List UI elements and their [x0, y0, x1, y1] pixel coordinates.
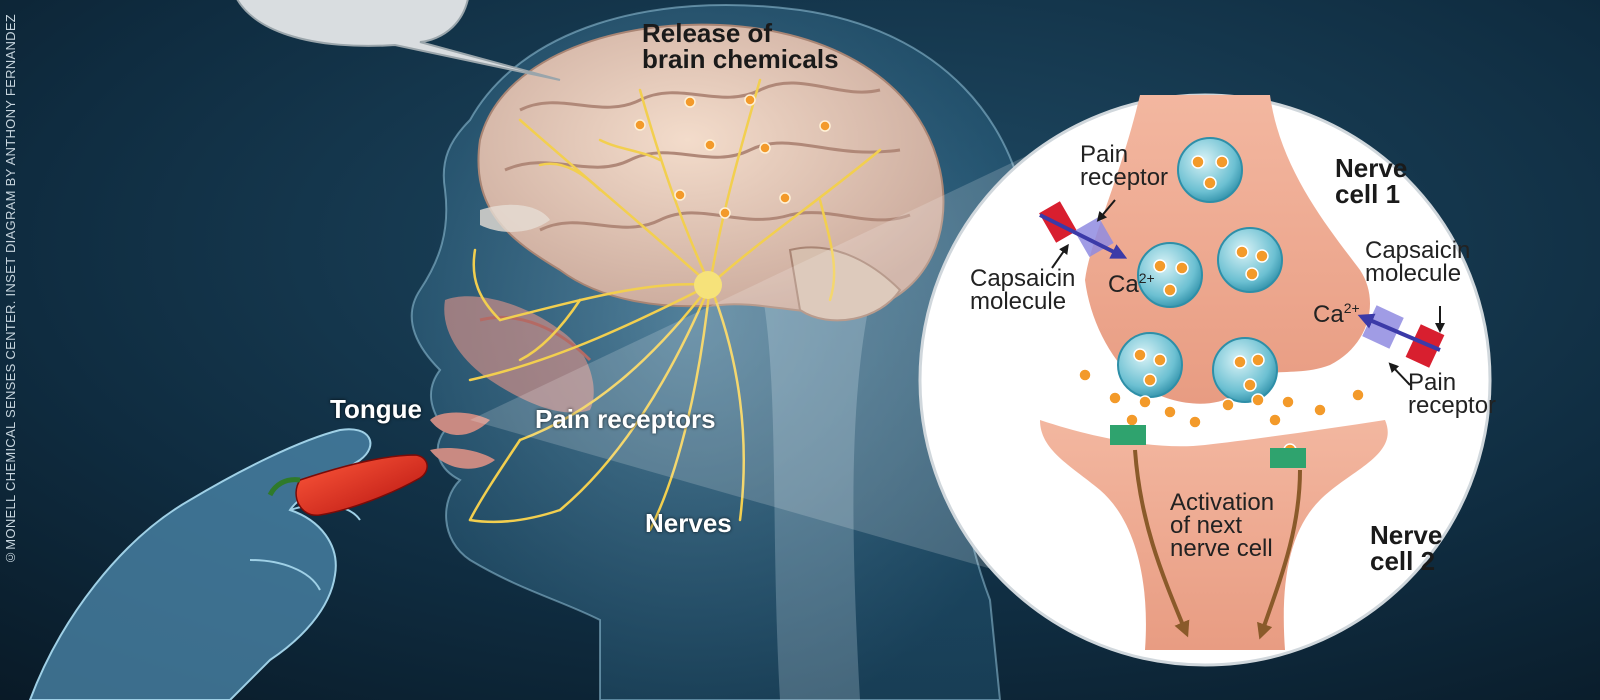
inset-circle [918, 93, 1492, 667]
label-pain-receptors: Pain receptors [535, 404, 716, 434]
speech-bubble [236, 0, 561, 81]
label-capsaicin-right-line2: molecule [1365, 259, 1462, 287]
label-pain-receptor-left: Pain receptor [1080, 141, 1169, 191]
activation-arrow-right [1257, 469, 1302, 640]
label-calcium-right-symbol: Ca [1313, 301, 1344, 328]
capsaicin-receptor-left [1039, 201, 1128, 259]
face [430, 204, 594, 469]
label-nerve-cell-2: Nerve cell 2 [1370, 522, 1442, 574]
chili-pepper [267, 454, 428, 516]
leader-lines [1051, 199, 1445, 386]
label-capsaicin-left: Capsaicin molecule [970, 265, 1076, 315]
cerebellum [788, 246, 902, 322]
receptor-green-left [1110, 425, 1146, 445]
label-capsaicin-left-line1: Capsaicin [970, 265, 1076, 292]
activation-arrow-left [1133, 449, 1190, 638]
label-nerve-cell-2-line1: Nerve [1370, 520, 1443, 550]
label-calcium-right: Ca2+ [1313, 300, 1360, 328]
label-release-line1: Release of [642, 18, 773, 48]
label-capsaicin-left-line2: molecule [970, 287, 1067, 315]
label-capsaicin-right: Capsaicin molecule [1365, 237, 1471, 287]
label-release-brain-chemicals: Release of brain chemicals [642, 20, 839, 72]
receptor-green-right [1270, 448, 1306, 468]
label-nerves: Nerves [645, 508, 732, 538]
label-calcium-left-symbol: Ca [1108, 271, 1139, 298]
capsaicin-receptor-right [1357, 305, 1445, 368]
label-nerve-cell-2-line2: cell 2 [1370, 546, 1436, 576]
label-pain-receptor-right: Pain receptor [1408, 369, 1497, 419]
brain-chemical-dots [634, 94, 831, 219]
label-activation-line1: Activation [1170, 489, 1275, 516]
label-calcium-left-charge: 2+ [1138, 270, 1155, 286]
eye [480, 204, 550, 232]
label-nerve-cell-1-line1: Nerve [1335, 153, 1408, 183]
label-calcium-left: Ca2+ [1108, 270, 1155, 298]
label-capsaicin-right-line1: Capsaicin [1365, 237, 1471, 264]
label-pain-receptor-left-line1: Pain [1080, 141, 1129, 168]
label-tongue: Tongue [330, 394, 422, 424]
label-pain-receptor-right-line2: receptor [1408, 391, 1497, 419]
label-pain-receptor-left-line2: receptor [1080, 163, 1169, 191]
photo-credit: ©MONELL CHEMICAL SENSES CENTER. INSET DI… [3, 14, 18, 566]
label-release-line2: brain chemicals [642, 44, 839, 74]
label-pain-receptor-right-line1: Pain [1408, 369, 1457, 396]
nerve-network [468, 78, 882, 532]
label-calcium-right-charge: 2+ [1343, 300, 1360, 316]
nerve-junction [694, 271, 722, 299]
label-activation-line2: of next [1170, 511, 1243, 539]
label-nerve-cell-1: Nerve cell 1 [1335, 155, 1407, 207]
label-activation: Activation of next nerve cell [1170, 489, 1275, 562]
spine [760, 280, 870, 700]
vesicles [1117, 137, 1283, 403]
label-activation-line3: nerve cell [1170, 534, 1273, 562]
label-nerve-cell-1-line2: cell 1 [1335, 179, 1401, 209]
